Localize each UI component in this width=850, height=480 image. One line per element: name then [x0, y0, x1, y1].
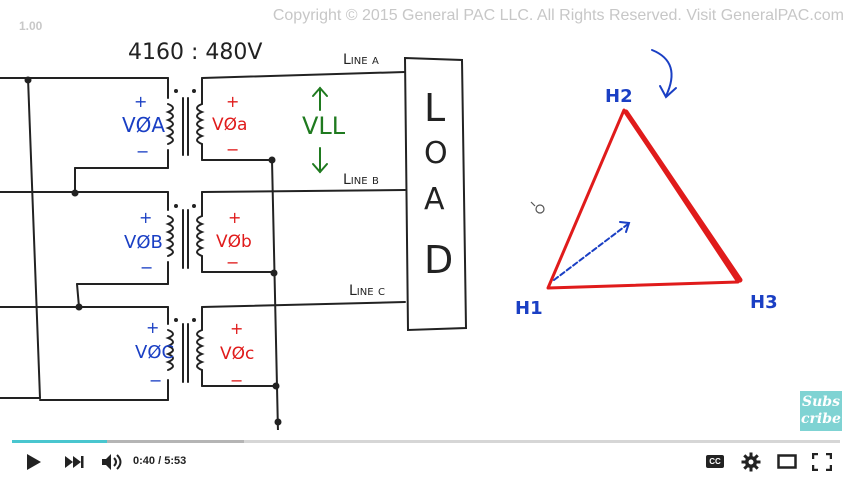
secondary-a-minus: −	[226, 140, 240, 159]
primary-a-plus: +	[134, 92, 148, 111]
secondary-c-label: VØc	[220, 344, 255, 364]
time-separator: /	[155, 455, 165, 467]
time-display: 0:40 / 5:53	[133, 455, 186, 467]
line-b-label: Line b	[343, 172, 379, 188]
terminal-h2: H2	[605, 86, 633, 107]
playback-speed: 1.00	[19, 19, 43, 33]
load-letter-o: O	[424, 136, 448, 171]
secondary-c-minus: −	[230, 371, 244, 390]
secondary-b-minus: −	[226, 253, 240, 272]
video-frame[interactable]: 1.00 Copyright © 2015 General PAC LLC. A…	[0, 0, 850, 431]
primary-c-plus: +	[146, 318, 160, 337]
secondary-b-label: VØb	[216, 232, 252, 252]
duration: 5:53	[164, 455, 187, 467]
primary-b-label: VØB	[124, 232, 163, 253]
terminal-h3: H3	[750, 292, 778, 313]
fullscreen-icon[interactable]	[812, 453, 832, 471]
line-a-label: Line a	[343, 52, 379, 68]
next-icon[interactable]	[64, 454, 84, 470]
subscribe-button[interactable]: Subs cribe	[800, 391, 842, 431]
subscribe-line1: Subs	[802, 394, 840, 410]
line-c-label: Line c	[349, 283, 385, 299]
current-time: 0:40	[133, 455, 156, 467]
primary-a-minus: −	[136, 142, 150, 161]
secondary-b-plus: +	[228, 208, 242, 227]
primary-b-plus: +	[139, 208, 153, 227]
captions-icon[interactable]: CC	[706, 455, 724, 468]
terminal-h1: H1	[515, 298, 543, 319]
primary-b-minus: −	[140, 258, 154, 277]
secondary-a-plus: +	[226, 92, 240, 111]
player-controls: 0:40 / 5:53 CC	[0, 446, 850, 480]
load-letter-a: A	[424, 182, 445, 217]
circuit-diagram	[0, 49, 743, 430]
primary-a-label: VØA	[122, 113, 166, 137]
load-letter-l: L	[424, 86, 446, 130]
secondary-a-label: VØa	[212, 115, 248, 135]
vll-label: VLL	[302, 112, 346, 140]
primary-c-label: VØC	[135, 342, 175, 363]
progress-played	[12, 440, 108, 443]
progress-bar[interactable]	[12, 440, 840, 443]
progress-buffered	[12, 440, 244, 443]
settings-gear-icon[interactable]	[741, 452, 761, 472]
secondary-c-plus: +	[230, 319, 244, 338]
copyright-watermark: Copyright © 2015 General PAC LLC. All Ri…	[272, 7, 844, 24]
load-letter-d: D	[424, 238, 454, 282]
theater-mode-icon[interactable]	[777, 454, 797, 469]
primary-c-minus: −	[149, 371, 163, 390]
subscribe-line2: cribe	[801, 411, 841, 427]
volume-icon[interactable]	[101, 453, 123, 471]
voltage-rating: 4160 : 480V	[128, 40, 263, 65]
play-icon[interactable]	[25, 453, 43, 471]
